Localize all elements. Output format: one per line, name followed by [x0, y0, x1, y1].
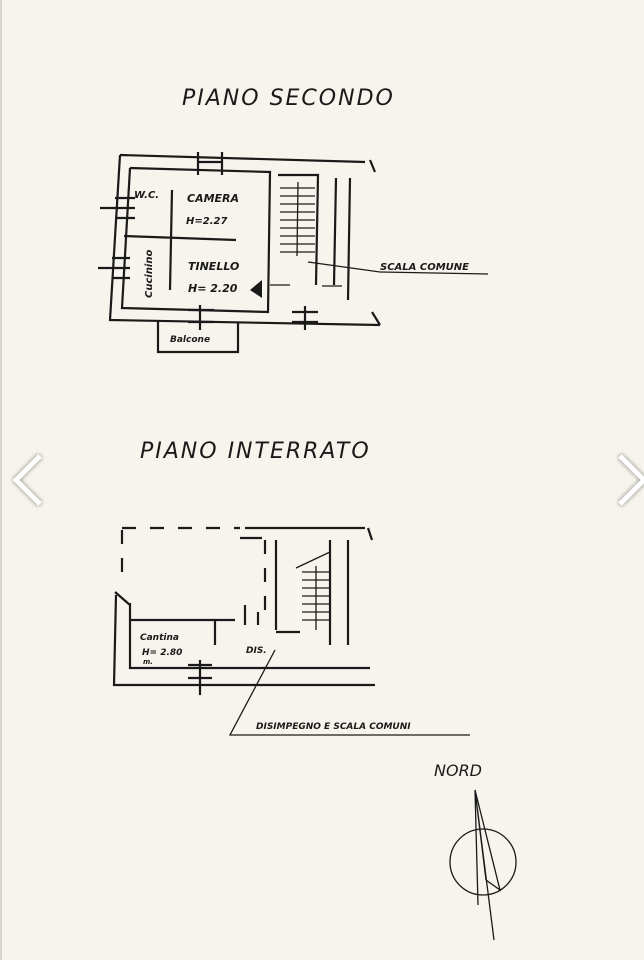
room-label-cantina: Cantina [140, 633, 179, 643]
room-unit-cantina: m. [143, 658, 153, 666]
room-height-camera: H=2.27 [186, 216, 227, 227]
floor-plan-second [98, 152, 489, 354]
previous-image-button[interactable] [8, 450, 48, 510]
label-disimpegno: DISIMPEGNO E SCALA COMUNI [256, 722, 411, 732]
floor-plan-basement [112, 526, 470, 736]
north-label: NORD [434, 761, 482, 780]
next-image-button[interactable] [612, 450, 644, 510]
room-label-dis: DIS. [246, 646, 267, 656]
image-edge-left [0, 0, 2, 960]
chevron-left-icon [12, 454, 42, 506]
room-label-balcone: Balcone [170, 335, 210, 345]
floor-title-second: PIANO SECONDO [182, 86, 395, 111]
room-label-wc: W.C. [134, 190, 159, 201]
room-label-tinello: TINELLO [188, 260, 239, 273]
north-arrow-icon [449, 789, 517, 941]
label-scala-comune: SCALA COMUNE [380, 262, 469, 273]
room-height-tinello: H= 2.20 [188, 282, 238, 295]
room-label-cucinino: Cucinino [144, 250, 155, 298]
floor-title-basement: PIANO INTERRATO [140, 439, 371, 464]
room-height-cantina: H= 2.80 [142, 648, 182, 658]
room-label-camera: CAMERA [187, 192, 239, 205]
chevron-right-icon [618, 454, 644, 506]
